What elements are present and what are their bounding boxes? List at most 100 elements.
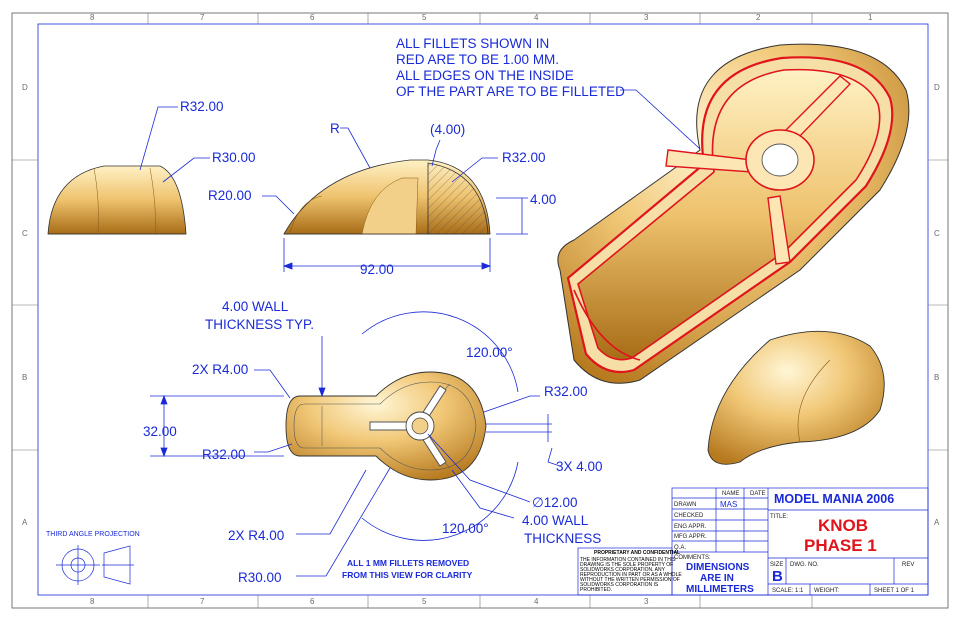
tb-prop-4: REPRODUCTION IN PART OR AS A WHOLE <box>580 572 682 578</box>
clarity-note-line1: ALL 1 MM FILLETS REMOVED <box>347 558 469 568</box>
title-block <box>577 487 929 596</box>
zone-col-3: 3 <box>644 13 649 22</box>
dim-wall-typ-line2: THICKNESS TYP. <box>205 317 314 332</box>
top-view: 4.00 WALL THICKNESS TYP. 120.00° 2X R4.0… <box>143 299 603 585</box>
tb-drawn-name: MAS <box>720 500 737 509</box>
fillet-note-line2: RED ARE TO BE 1.00 MM. <box>396 52 559 67</box>
tb-rev-label: REV <box>902 562 914 568</box>
zone-row-b-right: B <box>934 373 939 382</box>
tb-prop-3: SOLIDWORKS CORPORATION. ANY <box>580 567 666 573</box>
dim-top-width: 32.00 <box>143 424 177 439</box>
side-view: R (4.00) R32.00 R20.00 4.00 92.00 <box>208 121 556 277</box>
tb-prop-6: SOLIDWORKS CORPORATION IS <box>580 582 659 588</box>
clarity-note: ALL 1 MM FILLETS REMOVED FROM THIS VIEW … <box>342 558 473 580</box>
fillet-note-line3: ALL EDGES ON THE INSIDE <box>396 68 574 83</box>
zone-col-5-bottom: 5 <box>422 597 427 606</box>
dim-side-r20: R20.00 <box>208 188 252 203</box>
tb-row-eng: ENG APPR. <box>674 524 707 530</box>
tb-title-line1: KNOB <box>818 516 868 535</box>
tb-prop-1: THE INFORMATION CONTAINED IN THIS <box>580 557 676 563</box>
tb-row-drawn: DRAWN <box>674 502 696 508</box>
dim-wall-typ-line1: 4.00 WALL <box>222 299 289 314</box>
tb-weight: WEIGHT: <box>814 588 839 594</box>
tb-prop-2: DRAWING IS THE SOLE PROPERTY OF <box>580 562 673 568</box>
zone-col-5: 5 <box>422 13 427 22</box>
tb-row-qa: Q.A. <box>674 545 686 551</box>
zone-col-3-bottom: 3 <box>644 597 649 606</box>
zone-col-6-bottom: 6 <box>310 597 315 606</box>
isometric-view <box>557 43 910 384</box>
front-view: R32.00 R30.00 <box>47 99 256 235</box>
dim-3x-4: 3X 4.00 <box>556 459 603 474</box>
dim-angle-bottom: 120.00° <box>442 521 489 536</box>
zone-col-7-bottom: 7 <box>200 597 205 606</box>
tb-row-mfg: MFG APPR. <box>674 534 707 540</box>
tb-prop-7: PROHIBITED. <box>580 587 612 593</box>
zone-row-d-right: D <box>934 83 940 92</box>
zone-col-4-bottom: 4 <box>534 597 539 606</box>
tb-row-checked: CHECKED <box>674 513 704 519</box>
tb-size: B <box>772 568 783 585</box>
tb-row-comments: COMMENTS: <box>674 555 711 561</box>
title-block-text: NAME DATE DRAWN MAS CHECKED ENG APPR. MF… <box>580 491 915 595</box>
dim-top-r30: R30.00 <box>238 570 282 585</box>
zone-row-a: A <box>22 518 28 527</box>
zone-col-4: 4 <box>534 13 539 22</box>
dim-2x-r4-top: 2X R4.00 <box>192 362 248 377</box>
zone-col-6: 6 <box>310 13 315 22</box>
tb-scale: SCALE: 1:1 <box>772 588 804 594</box>
clarity-note-line2: FROM THIS VIEW FOR CLARITY <box>342 570 473 580</box>
dim-wall-thick-line1: 4.00 WALL <box>522 513 589 528</box>
zone-ticks <box>12 13 948 608</box>
tb-sheet: SHEET 1 OF 1 <box>874 588 915 594</box>
dim-2x-r4-bottom: 2X R4.00 <box>228 528 284 543</box>
dim-top-r32-left: R32.00 <box>202 447 246 462</box>
dim-front-r30: R30.00 <box>212 150 256 165</box>
dim-angle-top: 120.00° <box>466 345 513 360</box>
dim-side-r4-ref: (4.00) <box>430 122 465 137</box>
zone-col-7: 7 <box>200 13 205 22</box>
dim-side-length: 92.00 <box>360 262 394 277</box>
zone-row-a-right: A <box>934 518 940 527</box>
tb-size-label: SIZE <box>770 562 783 568</box>
tb-company: MODEL MANIA 2006 <box>774 492 894 506</box>
tb-units-line2: ARE IN <box>700 573 734 584</box>
dim-wall-thick-line2: THICKNESS <box>524 531 601 546</box>
zone-col-2: 2 <box>756 13 761 22</box>
dim-side-height: 4.00 <box>530 192 556 207</box>
dim-dia12: ∅12.00 <box>532 495 578 510</box>
fillet-note-line1: ALL FILLETS SHOWN IN <box>396 36 549 51</box>
front-view-dome <box>47 165 187 235</box>
zone-row-c-right: C <box>934 229 940 238</box>
small-knob-body <box>707 330 885 465</box>
zone-col-1: 1 <box>868 13 873 22</box>
tb-date-col: DATE <box>750 491 766 497</box>
tb-dwg-label: DWG. NO. <box>790 562 819 568</box>
zone-col-8: 8 <box>90 13 95 22</box>
dim-side-r: R <box>330 121 340 136</box>
dim-side-r32: R32.00 <box>502 150 546 165</box>
fillet-note: ALL FILLETS SHOWN IN RED ARE TO BE 1.00 … <box>396 36 713 161</box>
iso-ribs <box>665 75 852 265</box>
zone-row-d: D <box>22 83 28 92</box>
projection-label: THIRD ANGLE PROJECTION <box>46 531 140 538</box>
zone-row-b: B <box>22 373 27 382</box>
third-angle-projection: THIRD ANGLE PROJECTION <box>46 531 140 585</box>
tb-title-line2: PHASE 1 <box>804 536 877 555</box>
tb-prop-5: WITHOUT THE WRITTEN PERMISSION OF <box>580 577 680 583</box>
tb-units-line3: MILLIMETERS <box>686 584 754 595</box>
dim-front-r32: R32.00 <box>180 99 224 114</box>
tb-name-col: NAME <box>722 491 739 497</box>
tb-title-label: TITLE: <box>770 514 788 520</box>
iso-hub-hole <box>761 143 799 177</box>
dim-top-r32-right: R32.00 <box>544 384 588 399</box>
small-knob-view <box>707 330 885 465</box>
inner-border <box>37 23 929 596</box>
zone-row-c: C <box>22 229 28 238</box>
side-view-section-hatch <box>427 162 489 235</box>
tb-units-line1: DIMENSIONS <box>686 562 750 573</box>
tb-proprietary-title: PROPRIETARY AND CONFIDENTIAL <box>594 550 680 556</box>
zone-col-8-bottom: 8 <box>90 597 95 606</box>
